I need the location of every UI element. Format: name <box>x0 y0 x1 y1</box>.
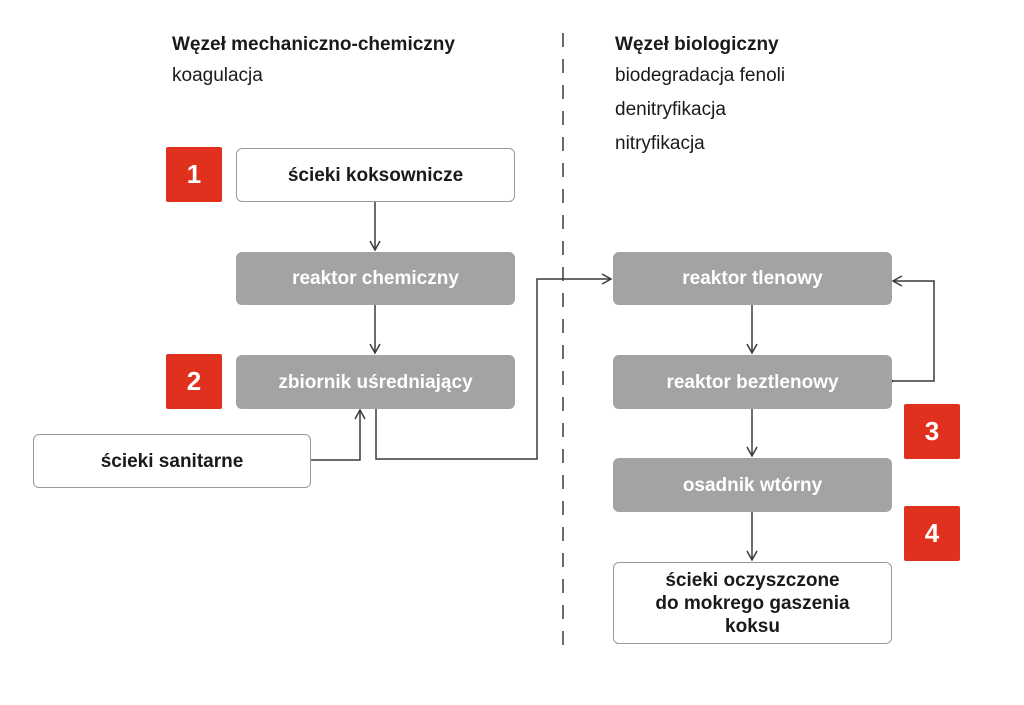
node-secondary-settler: osadnik wtórny <box>613 458 892 512</box>
process-item: denitryfikacja <box>615 99 726 120</box>
process-item: koagulacja <box>172 65 263 86</box>
step-badge-1: 1 <box>166 147 222 202</box>
left-section-processes: koagulacja <box>172 59 263 93</box>
node-anaerobic-reactor: reaktor beztlenowy <box>613 355 892 409</box>
treated-line: do mokrego gaszenia <box>655 592 850 614</box>
left-section-title: Węzeł mechaniczno-chemiczny <box>172 34 455 55</box>
process-item: nitryfikacja <box>615 133 705 154</box>
treated-line: koksu <box>725 615 780 637</box>
node-chemical-reactor: reaktor chemiczny <box>236 252 515 305</box>
step-badge-4: 4 <box>904 506 960 561</box>
node-equalization-tank: zbiornik uśredniający <box>236 355 515 409</box>
arrow-tank-to-aerobic <box>375 273 613 460</box>
node-sanitary-wastewater: ścieki sanitarne <box>33 434 311 488</box>
step-badge-2: 2 <box>166 354 222 409</box>
arrow-sanitary-to-tank <box>311 408 366 461</box>
node-aerobic-reactor: reaktor tlenowy <box>613 252 892 305</box>
node-treated-wastewater: ścieki oczyszczone do mokrego gaszenia k… <box>613 562 892 644</box>
treated-line: ścieki oczyszczone <box>665 569 840 591</box>
recirculation-loop <box>883 275 935 387</box>
right-section-title: Węzeł biologiczny <box>615 34 779 55</box>
right-section-processes: biodegradacja fenoli denitryfikacja nitr… <box>615 59 785 161</box>
step-badge-3: 3 <box>904 404 960 459</box>
process-item: biodegradacja fenoli <box>615 65 786 86</box>
node-coke-wastewater: ścieki koksownicze <box>236 148 515 202</box>
